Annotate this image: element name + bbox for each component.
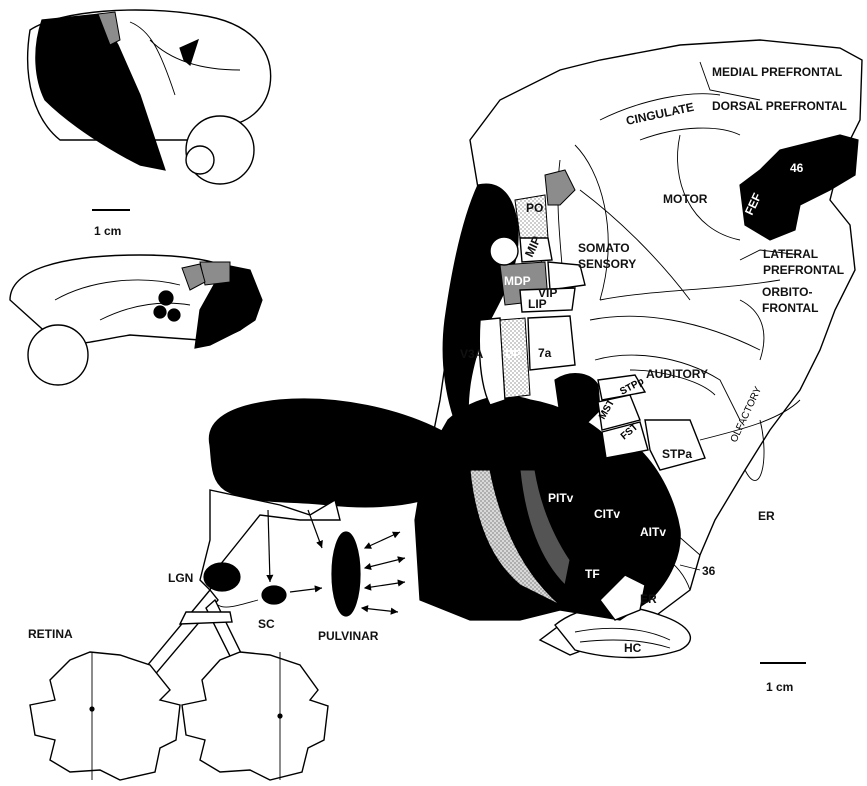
label-pitv: PITv (548, 491, 574, 505)
label-v3a: V3A (460, 347, 484, 361)
scale-bar-bottom-right: 1 cm (760, 663, 806, 694)
scale-bar-label: 1 cm (766, 680, 793, 694)
label-medial-prefrontal: MEDIAL PREFRONTAL (712, 65, 842, 79)
label-auditory: AUDITORY (646, 367, 708, 381)
label-sensory: SENSORY (578, 257, 636, 271)
label-lgn: LGN (168, 571, 193, 585)
label-36: 36 (702, 564, 716, 578)
label-er-right: ER (758, 509, 775, 523)
label-7a: 7a (538, 346, 552, 360)
label-pulvinar: PULVINAR (318, 629, 379, 643)
label-dp: DP (505, 347, 522, 361)
label-retina: RETINA (28, 627, 73, 641)
label-mdp: MDP (504, 274, 531, 288)
scale-bar-label: 1 cm (94, 224, 121, 238)
label-somato: SOMATO (578, 241, 630, 255)
scale-bar-top-left: 1 cm (92, 210, 130, 238)
label-citv: CITv (594, 507, 620, 521)
label-frontal: FRONTAL (762, 301, 818, 315)
label-er-bottom: ER (640, 592, 657, 606)
label-orbito: ORBITO- (762, 285, 812, 299)
label-sc: SC (258, 617, 275, 631)
label-motor: MOTOR (663, 192, 708, 206)
label-prefrontal: PREFRONTAL (763, 263, 844, 277)
label-area-46: 46 (790, 161, 804, 175)
label-hc: HC (624, 641, 642, 655)
label-lip: LIP (528, 297, 547, 311)
label-aitv: AITv (640, 525, 666, 539)
label-stpa: STPa (662, 447, 692, 461)
label-dorsal-prefrontal: DORSAL PREFRONTAL (712, 99, 847, 113)
retina-right (182, 652, 328, 780)
label-po: PO (526, 201, 543, 215)
label-tf: TF (585, 567, 600, 581)
medial-brain-view (10, 255, 262, 385)
label-lateral: LATERAL (763, 247, 818, 261)
lateral-brain-view (28, 10, 271, 184)
